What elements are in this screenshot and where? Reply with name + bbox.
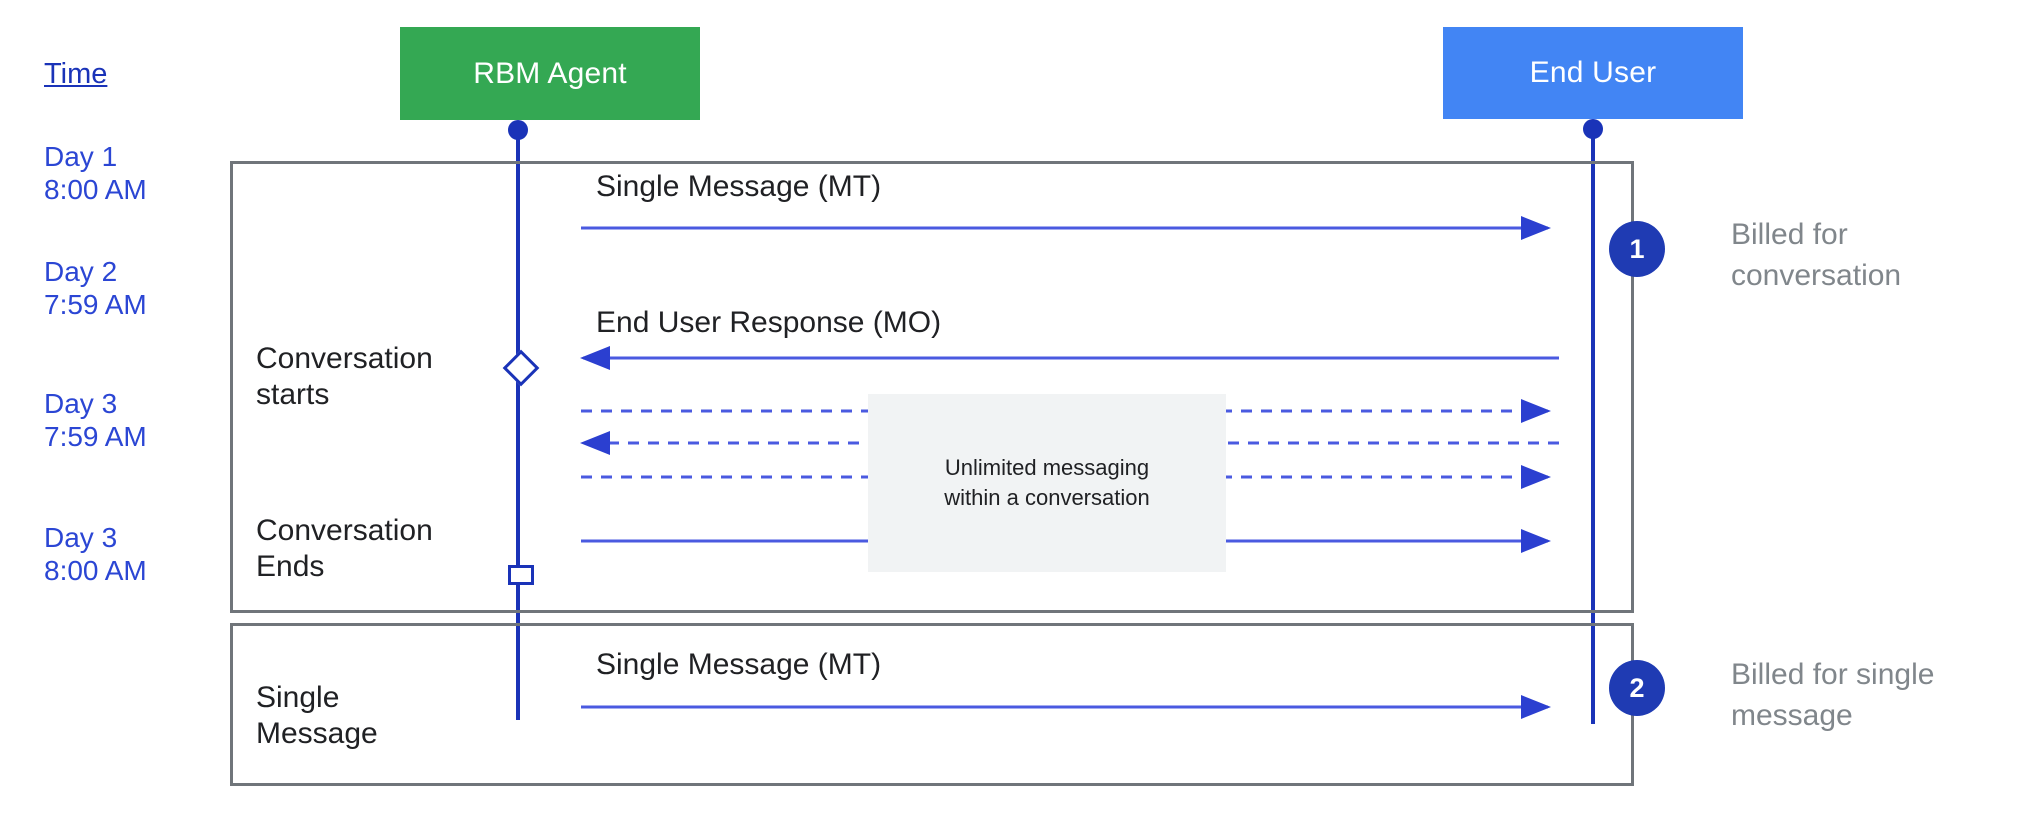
- actor-box-rbm-agent[interactable]: RBM Agent: [400, 27, 700, 120]
- stage-label-single-message: Single Message: [256, 681, 378, 750]
- lifeline-rbm-agent: [516, 130, 520, 720]
- callout-line-2: within a conversation: [944, 485, 1150, 510]
- lifeline-end-user: [1591, 129, 1595, 724]
- time-label-day3-single: Day 3 8:00 AM: [44, 522, 147, 587]
- stage-label-conversation-starts: Conversation starts: [256, 342, 433, 411]
- time-label-day1: Day 1 8:00 AM: [44, 141, 147, 206]
- message-label-mt-first: Single Message (MT): [596, 170, 882, 203]
- callout-line-1: Unlimited messaging: [944, 455, 1150, 481]
- badge-1: 1: [1609, 221, 1665, 277]
- time-label-day2: Day 2 7:59 AM: [44, 256, 147, 321]
- time-column-header: Time: [44, 58, 108, 90]
- badge-2-number: 2: [1629, 672, 1645, 703]
- actor-label-end-user: End User: [1529, 56, 1657, 89]
- stage-label-conversation-ends: Conversation Ends: [256, 514, 433, 583]
- message-label-mt-second: Single Message (MT): [596, 648, 882, 681]
- actor-label-rbm-agent: RBM Agent: [473, 56, 627, 90]
- callout-unlimited-messaging: Unlimited messaging within a conversatio…: [868, 394, 1226, 572]
- note-billed-for-conversation: Billed for conversation: [1731, 218, 1902, 292]
- frame-conversation: [230, 161, 1634, 613]
- actor-box-end-user[interactable]: End User: [1443, 27, 1743, 119]
- conversation-end-square-icon: [508, 565, 534, 585]
- badge-1-number: 1: [1629, 233, 1645, 264]
- badge-2: 2: [1609, 660, 1665, 716]
- note-billed-for-single-message: Billed for single message: [1731, 658, 1935, 732]
- message-label-mo-response: End User Response (MO): [596, 306, 942, 339]
- time-label-day3-end: Day 3 7:59 AM: [44, 388, 147, 453]
